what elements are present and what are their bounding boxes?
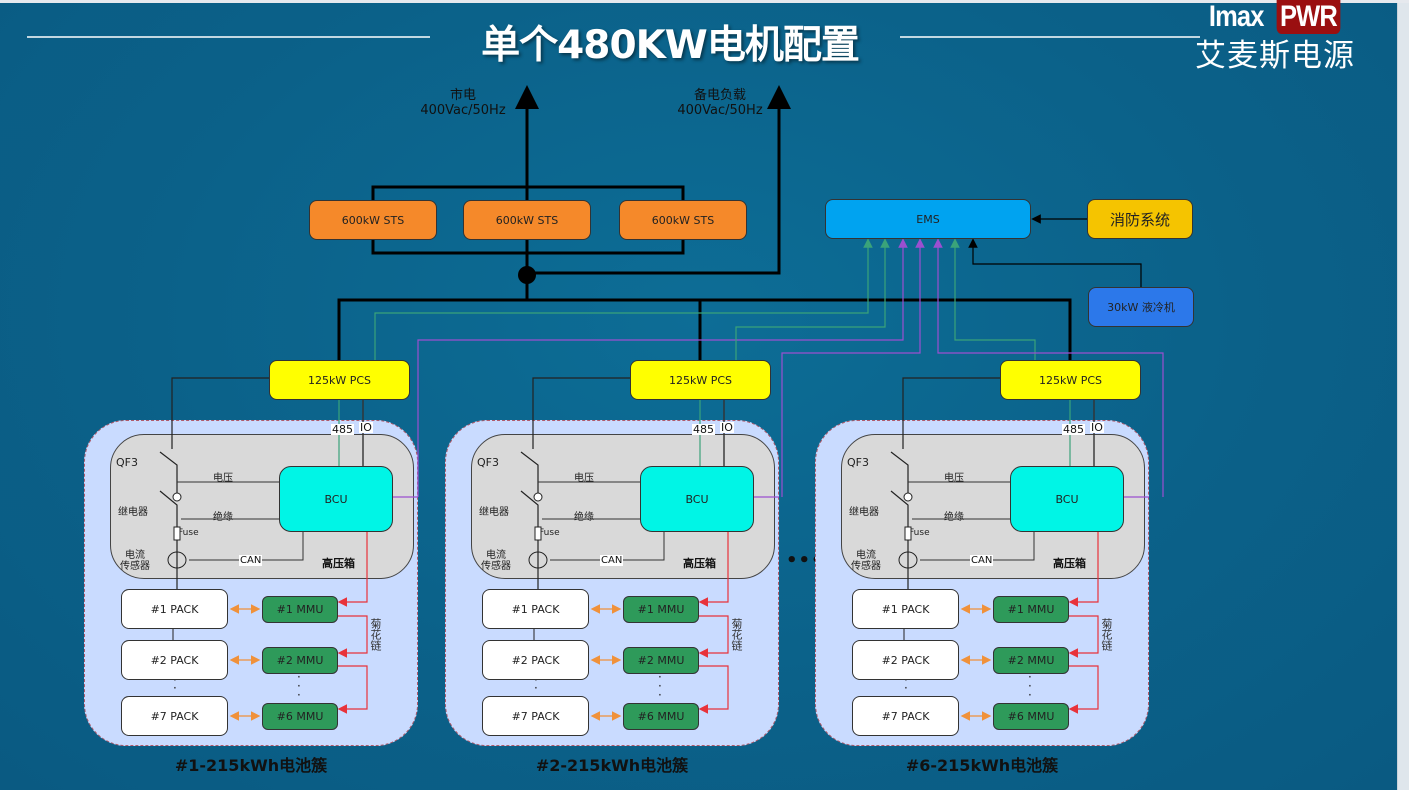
cluster-title: #1-215kWh电池簇: [174, 756, 328, 775]
rs485-tag: 485: [692, 423, 715, 436]
can-tag: CAN: [239, 555, 263, 566]
mmu-ellipsis: ···: [1028, 670, 1032, 702]
daisy-chain-label: 菊花链: [369, 618, 382, 651]
relay-label: 继电器: [118, 507, 148, 518]
backup-output-spec: 400Vac/50Hz: [677, 103, 763, 118]
mmu-6[interactable]: #6 MMU: [623, 703, 699, 730]
insulation-label: 绝缘: [213, 512, 233, 523]
insulation-label: 绝缘: [944, 512, 964, 523]
current-sensor-label-1: 电流: [486, 550, 506, 561]
qf3-label: QF3: [477, 456, 499, 469]
liquid-cooler-box[interactable]: 30kW 液冷机: [1088, 287, 1194, 327]
backup-output-label: 备电负载 400Vac/50Hz: [662, 88, 778, 118]
insulation-label: 绝缘: [574, 512, 594, 523]
pack-ellipsis: ··: [534, 673, 538, 695]
voltage-label: 电压: [574, 473, 594, 484]
io-tag: IO: [720, 421, 734, 434]
mmu-2[interactable]: #2 MMU: [993, 647, 1069, 674]
fuse-label: Fuse: [539, 528, 560, 538]
current-sensor-label: 电流 传感器: [851, 550, 881, 572]
mmu-1[interactable]: #1 MMU: [993, 596, 1069, 623]
logo-chinese: 艾麦斯电源: [1195, 38, 1355, 74]
relay-label: 继电器: [849, 507, 879, 518]
pack-ellipsis: ··: [904, 673, 908, 695]
mmu-ellipsis: ···: [658, 670, 662, 702]
mmu-6[interactable]: #6 MMU: [262, 703, 338, 730]
current-sensor-label-1: 电流: [856, 550, 876, 561]
current-sensor-label: 电流 传感器: [481, 550, 511, 572]
current-sensor-label: 电流 传感器: [120, 550, 150, 572]
pcs-box[interactable]: 125kW PCS: [1000, 360, 1141, 400]
pcs-box[interactable]: 125kW PCS: [630, 360, 771, 400]
pack-1[interactable]: #1 PACK: [852, 589, 959, 629]
vertical-scrollbar[interactable]: [1397, 3, 1409, 790]
hv-box-label: 高压箱: [322, 557, 355, 570]
io-tag: IO: [359, 421, 373, 434]
brand-logo: Imax PWR 艾麦斯电源: [1180, 0, 1370, 75]
voltage-label: 电压: [944, 473, 964, 484]
rs485-tag: 485: [331, 423, 354, 436]
grid-output-spec: 400Vac/50Hz: [420, 103, 506, 118]
pack-2[interactable]: #2 PACK: [852, 640, 959, 680]
qf3-label: QF3: [847, 456, 869, 469]
qf3-label: QF3: [116, 456, 138, 469]
pcs-box[interactable]: 125kW PCS: [269, 360, 410, 400]
bcu-box[interactable]: BCU: [279, 466, 393, 532]
bcu-box[interactable]: BCU: [1010, 466, 1124, 532]
pack-7[interactable]: #7 PACK: [852, 696, 959, 736]
pack-1[interactable]: #1 PACK: [482, 589, 589, 629]
pack-7[interactable]: #7 PACK: [482, 696, 589, 736]
fire-system-box[interactable]: 消防系统: [1087, 199, 1193, 239]
relay-label: 继电器: [479, 507, 509, 518]
grid-output-name: 市电: [449, 88, 476, 103]
sts-box-1[interactable]: 600kW STS: [309, 200, 437, 240]
cluster-title: #6-215kWh电池簇: [905, 756, 1059, 775]
fuse-label: Fuse: [178, 528, 199, 538]
voltage-label: 电压: [213, 473, 233, 484]
mmu-ellipsis: ···: [297, 670, 301, 702]
sts-box-3[interactable]: 600kW STS: [619, 200, 747, 240]
daisy-chain-label: 菊花链: [730, 618, 743, 651]
can-tag: CAN: [600, 555, 624, 566]
current-sensor-label-2: 传感器: [851, 561, 881, 572]
pack-1[interactable]: #1 PACK: [121, 589, 228, 629]
current-sensor-label-2: 传感器: [481, 561, 511, 572]
current-sensor-label-2: 传感器: [120, 561, 150, 572]
pack-2[interactable]: #2 PACK: [121, 640, 228, 680]
io-tag: IO: [1090, 421, 1104, 434]
pack-7[interactable]: #7 PACK: [121, 696, 228, 736]
pack-ellipsis: ··: [173, 673, 177, 695]
backup-output-name: 备电负载: [693, 88, 746, 103]
ems-box[interactable]: EMS: [825, 199, 1031, 239]
more-clusters-ellipsis: •••: [786, 550, 824, 571]
logo-pwr: PWR: [1276, 0, 1341, 34]
cluster-title: #2-215kWh电池簇: [535, 756, 689, 775]
sts-box-2[interactable]: 600kW STS: [463, 200, 591, 240]
mmu-1[interactable]: #1 MMU: [623, 596, 699, 623]
mmu-2[interactable]: #2 MMU: [262, 647, 338, 674]
bcu-box[interactable]: BCU: [640, 466, 754, 532]
page-title: 单个480KW电机配置: [481, 23, 860, 68]
window-top-border: [0, 0, 1409, 3]
fuse-label: Fuse: [909, 528, 930, 538]
pack-2[interactable]: #2 PACK: [482, 640, 589, 680]
current-sensor-label-1: 电流: [125, 550, 145, 561]
mmu-6[interactable]: #6 MMU: [993, 703, 1069, 730]
can-tag: CAN: [970, 555, 994, 566]
logo-imax: Imax: [1209, 0, 1265, 33]
hv-box-label: 高压箱: [683, 557, 716, 570]
mmu-2[interactable]: #2 MMU: [623, 647, 699, 674]
hv-box-label: 高压箱: [1053, 557, 1086, 570]
grid-output-label: 市电 400Vac/50Hz: [405, 88, 521, 118]
daisy-chain-label: 菊花链: [1100, 618, 1113, 651]
mmu-1[interactable]: #1 MMU: [262, 596, 338, 623]
rs485-tag: 485: [1062, 423, 1085, 436]
